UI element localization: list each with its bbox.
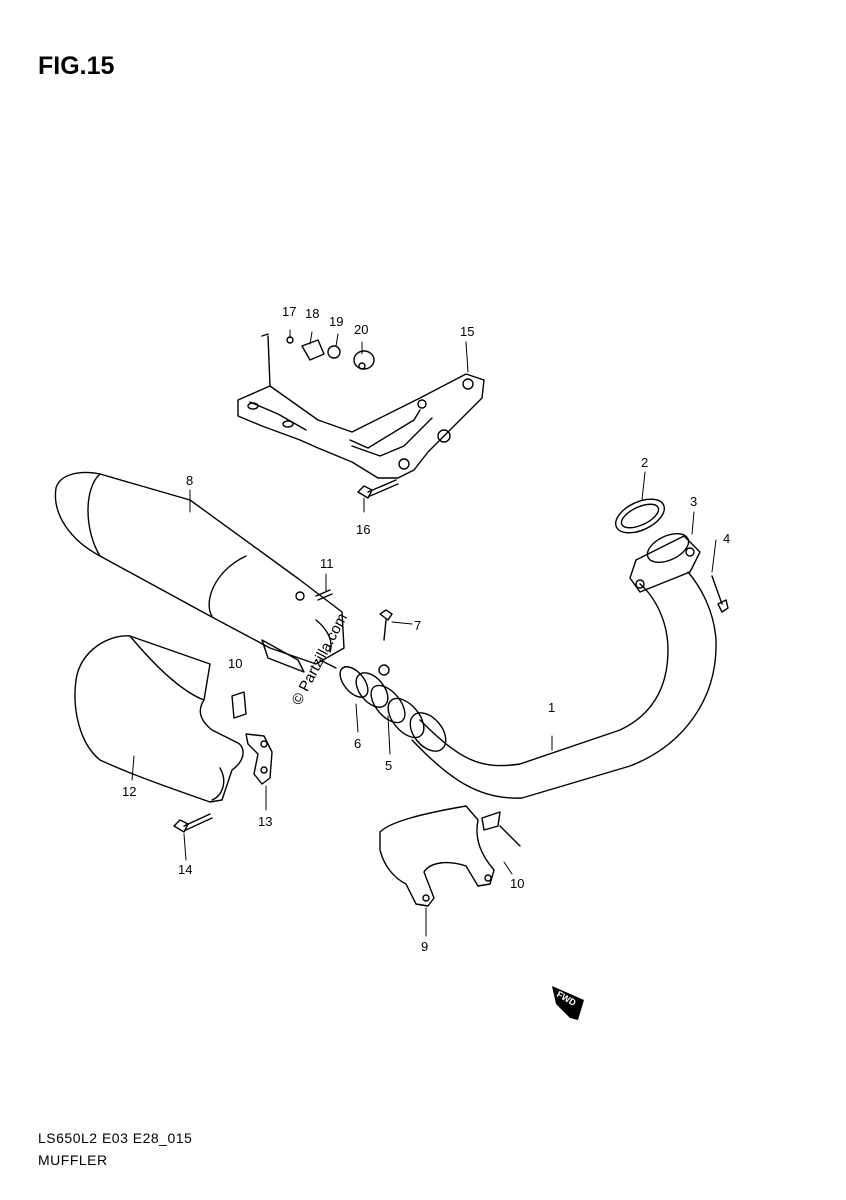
callout-19: 19 — [329, 314, 343, 329]
muffler — [54, 471, 345, 673]
clamp-13 — [245, 733, 273, 785]
callout-2: 2 — [641, 455, 648, 470]
callout-6: 6 — [354, 736, 361, 751]
exhaust-flange — [615, 498, 729, 613]
callout-9: 9 — [421, 939, 428, 954]
callout-18: 18 — [305, 306, 319, 321]
bolt-7 — [379, 609, 393, 641]
diagram-name: MUFFLER — [38, 1152, 108, 1168]
diagram-code: LS650L2 E03 E28_015 — [38, 1130, 193, 1146]
fwd-arrow-icon: FWD — [552, 986, 584, 1020]
callout-10-lower: 10 — [510, 876, 524, 891]
callout-16: 16 — [356, 522, 370, 537]
bolt-16 — [357, 479, 399, 499]
callout-20: 20 — [354, 322, 368, 337]
callout-4: 4 — [723, 531, 730, 546]
bolt-14 — [173, 813, 213, 833]
callout-1: 1 — [548, 700, 555, 715]
callout-11: 11 — [320, 556, 334, 571]
leader-lines — [131, 329, 717, 937]
bracket-hardware — [286, 336, 375, 370]
callout-12: 12 — [122, 784, 136, 799]
exhaust-pipe — [409, 571, 717, 799]
callout-7: 7 — [414, 618, 421, 633]
callout-14: 14 — [178, 862, 192, 877]
callout-8: 8 — [186, 473, 193, 488]
grommet-10 — [231, 691, 247, 719]
bolt-11 — [315, 589, 333, 601]
callout-3: 3 — [690, 494, 697, 509]
callout-5: 5 — [385, 758, 392, 773]
muffler-bracket — [237, 333, 485, 479]
pipe-cover — [379, 805, 521, 907]
callout-17: 17 — [282, 304, 296, 319]
muffler-heat-shield — [74, 635, 244, 803]
callout-10-upper: 10 — [228, 656, 242, 671]
joint-clamp — [319, 659, 425, 739]
callout-13: 13 — [258, 814, 272, 829]
figure-title: FIG.15 — [38, 52, 115, 80]
callout-15: 15 — [460, 324, 474, 339]
